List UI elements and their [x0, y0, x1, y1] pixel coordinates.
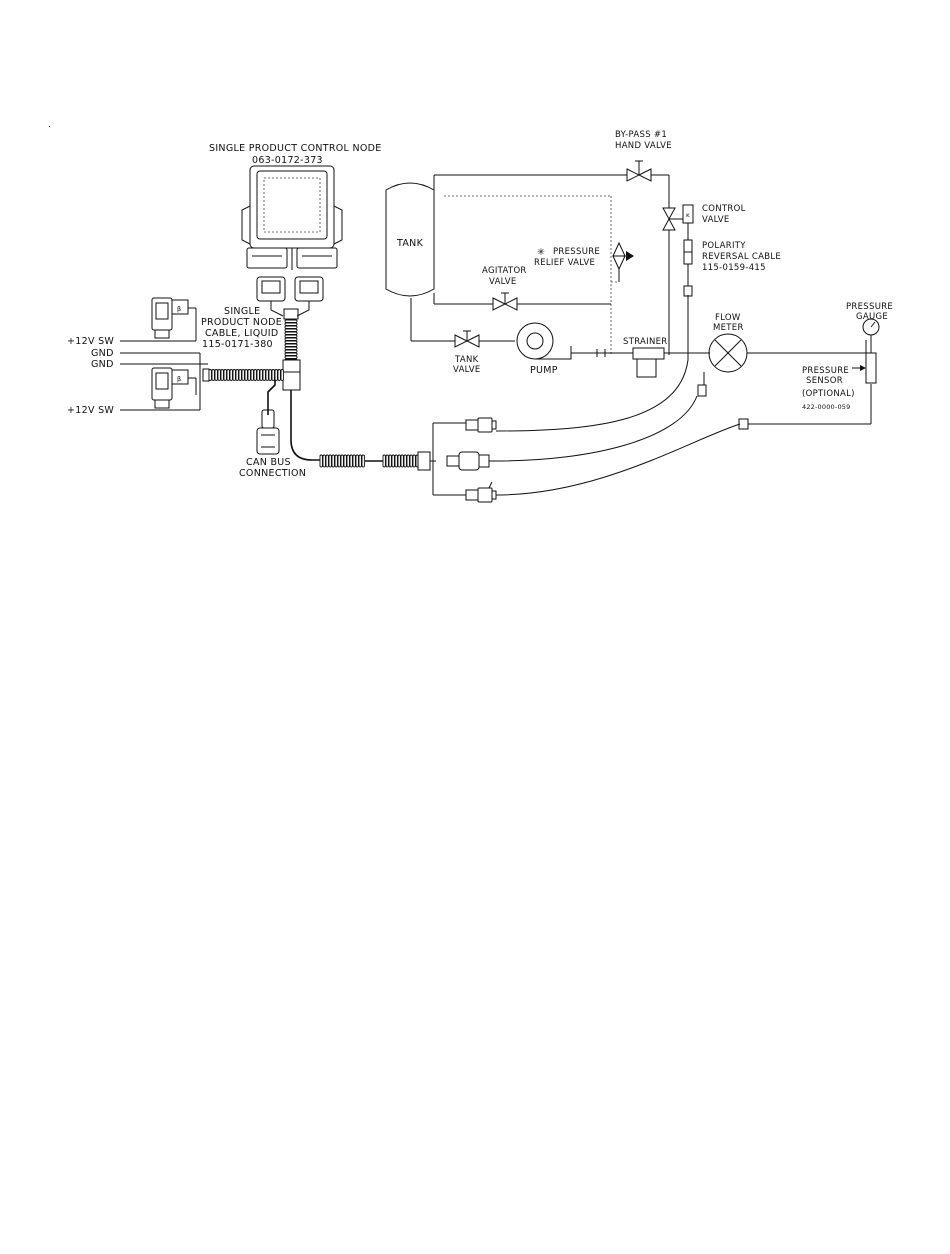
- control-valve-branch-connector: [465, 417, 497, 433]
- gnd-label-2: GND: [91, 359, 114, 370]
- svg-text:β: β: [177, 305, 181, 313]
- tank-valve-label-line1: TANK: [454, 355, 479, 365]
- svg-text:β: β: [177, 375, 181, 383]
- power-connector-lower: β: [151, 367, 196, 409]
- control-valve-label-line2: VALVE: [702, 215, 730, 225]
- can-bus-label-line1: CAN BUS: [246, 457, 291, 468]
- pressure-relief-valve: [611, 241, 634, 283]
- tank: [385, 182, 435, 297]
- pressure-sensor-label-line3: (OPTIONAL): [802, 389, 855, 399]
- control-node-part-number: 063-0172-373: [252, 155, 323, 166]
- sensor-cable-runs: [495, 295, 872, 496]
- agitator-valve-label-line2: VALVE: [489, 277, 517, 287]
- agitator-valve-label-line1: AGITATOR: [482, 266, 527, 276]
- node-cable-trunk: [267, 319, 320, 461]
- control-valve-label-line1: CONTROL: [702, 204, 746, 214]
- extension-cable: [319, 422, 466, 496]
- flow-meter-label-line2: METER: [713, 323, 744, 333]
- pressure-sensor-plug: [738, 418, 749, 430]
- power-label-upper: +12V SW: [67, 336, 114, 347]
- plumbing-lines: [410, 174, 867, 357]
- pressure-gauge-label-line1: PRESSURE: [846, 302, 893, 312]
- relief-valve-label-line2: RELIEF VALVE: [534, 258, 595, 268]
- pressure-sensor-part-number: 422-0000-059: [802, 403, 850, 411]
- flow-meter-branch-connector: [446, 451, 496, 471]
- node-cable-label-line1: SINGLE: [224, 306, 260, 317]
- polarity-part-number: 115-0159-415: [702, 263, 766, 273]
- control-node-title: SINGLE PRODUCT CONTROL NODE: [209, 143, 382, 154]
- tank-valve: [454, 330, 480, 348]
- pressure-gauge: [862, 318, 880, 353]
- power-connector-upper: β: [151, 297, 196, 339]
- polarity-label-line1: POLARITY: [702, 241, 746, 251]
- svg-text:ĸ: ĸ: [686, 211, 690, 219]
- power-label-lower: +12V SW: [67, 405, 114, 416]
- strainer: [632, 347, 665, 378]
- bypass-hand-valve: [626, 160, 652, 182]
- pressure-sensor: [852, 352, 877, 384]
- polarity-label-line2: REVERSAL CABLE: [702, 252, 781, 262]
- stray-dot: .: [48, 120, 51, 130]
- relief-valve-label-line1: PRESSURE: [553, 247, 600, 257]
- pressure-sensor-branch-connector: [465, 481, 497, 503]
- flow-meter-label-line1: FLOW: [715, 313, 741, 323]
- pressure-gauge-label-line2: GAUGE: [856, 312, 888, 322]
- pump: [516, 322, 572, 360]
- tank-valve-label-line2: VALVE: [453, 365, 481, 375]
- relief-valve-asterisk: ✳: [537, 247, 545, 258]
- bypass-label-line2: HAND VALVE: [615, 141, 672, 151]
- power-wires: [120, 308, 284, 411]
- pump-label: PUMP: [530, 365, 558, 376]
- node-harness-connectors: [256, 276, 324, 320]
- flow-meter: [697, 333, 748, 397]
- pressure-sensor-label-line2: SENSOR: [806, 376, 843, 386]
- can-bus-label-line2: CONNECTION: [239, 468, 306, 479]
- pressure-sensor-label-line1: PRESSURE: [802, 366, 849, 376]
- node-cable-part-number: 115-0171-380: [202, 339, 273, 350]
- node-cable-label-line3: CABLE, LIQUID: [205, 328, 279, 339]
- agitator-valve: [492, 292, 518, 311]
- control-valve: ĸ: [662, 204, 694, 240]
- polarity-reversal-cable: [683, 239, 693, 297]
- strainer-label: STRAINER: [623, 337, 668, 347]
- can-bus-connector: [256, 409, 280, 455]
- tank-label: TANK: [396, 238, 424, 249]
- control-node-module: SINGLE PRODUCT CONTROL NODE 063-0172-373: [209, 143, 382, 270]
- bypass-label-line1: BY-PASS #1: [615, 130, 667, 140]
- gnd-label-1: GND: [91, 348, 114, 359]
- node-cable-label-line2: PRODUCT NODE: [201, 317, 282, 328]
